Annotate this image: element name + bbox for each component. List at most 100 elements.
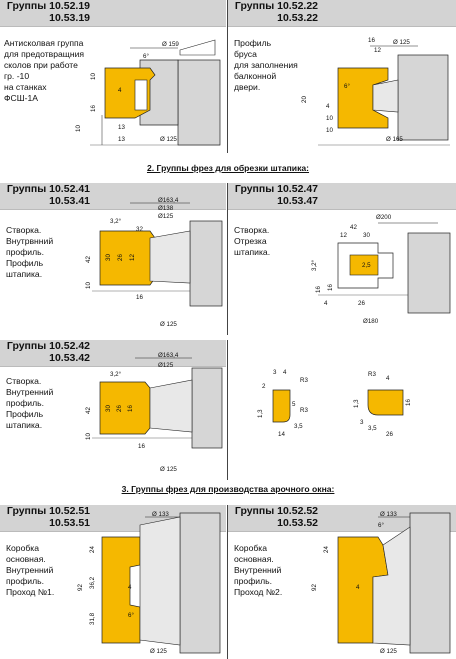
dim-v2: 16 bbox=[315, 286, 322, 293]
group-code-a: Группы 10.52.22 bbox=[234, 0, 318, 12]
dim-b2: 3,5 bbox=[294, 423, 303, 430]
dim-v4: 10 bbox=[75, 125, 82, 132]
panel-description: Створка. Внутрвнний профиль. Профиль шта… bbox=[6, 225, 54, 279]
dim-r4: R3 bbox=[300, 407, 308, 414]
group-code-b: 10.53.51 bbox=[49, 517, 90, 529]
dim-d2: Ø 165 bbox=[386, 136, 403, 143]
group-code-a: Группы 10.52.42 bbox=[6, 340, 90, 352]
panel-10-52-19: Группы 10.52.19 10.53.19 Антисколвая гру… bbox=[0, 0, 226, 152]
dim-t1: 42 bbox=[350, 224, 357, 231]
panel-header: Группы 10.52.47 10.53.47 bbox=[228, 183, 456, 210]
dim-v3: 10 bbox=[326, 115, 333, 122]
group-code-b: 10.53.19 bbox=[49, 12, 90, 24]
group-code-b: 10.53.41 bbox=[49, 195, 90, 207]
panel-10-52-42: Группы 10.52.42 10.53.42 Створка. Внутре… bbox=[0, 340, 226, 480]
dim-t2: 30 bbox=[363, 232, 370, 239]
dim-v1: 20 bbox=[301, 96, 308, 103]
panel-10-52-52: Группы 10.52.52 10.53.52 Коробка основна… bbox=[228, 505, 456, 659]
dim-b1: 4 bbox=[324, 300, 328, 307]
dim-d2: Ø138 bbox=[158, 205, 174, 212]
dim-v4: 10 bbox=[326, 127, 333, 134]
group-code-b: 10.53.47 bbox=[277, 195, 318, 207]
dim-r6: 4 bbox=[386, 375, 390, 382]
dim-v1: 4 bbox=[118, 87, 122, 94]
dim-d2: Ø 125 bbox=[160, 136, 177, 143]
dim-d2: Ø180 bbox=[363, 318, 379, 325]
dim-v2: 4 bbox=[326, 103, 330, 110]
dim-v5: 10 bbox=[85, 433, 92, 440]
dim-v1: 30 bbox=[105, 254, 112, 261]
dim-v2: 10 bbox=[90, 73, 97, 80]
dim-v4: 16 bbox=[405, 399, 412, 406]
profile-detail-drawing: 3 4 R3 R3 2 1,3 5 14 3,5 R3 4 16 1,3 3 2… bbox=[257, 369, 412, 438]
group-code-b: 10.53.42 bbox=[49, 352, 90, 364]
dim-r5: R3 bbox=[368, 371, 376, 378]
cutter-drawing: Ø 133 6° 24 92 4 Ø 125 bbox=[311, 511, 451, 655]
dim-d3: Ø 125 bbox=[160, 466, 177, 473]
dim-d1: Ø200 bbox=[376, 214, 392, 221]
dim-v2: 26 bbox=[116, 405, 123, 412]
dim-v5: 4 bbox=[128, 584, 132, 591]
divider-vertical bbox=[227, 505, 228, 659]
cutter-drawing: Ø163,4 Ø125 3,2° 30 26 16 42 10 16 Ø 125 bbox=[85, 352, 223, 473]
panel-description: Коробка основная. Внутренний профиль. Пр… bbox=[6, 543, 55, 597]
dim-b2: 26 bbox=[358, 300, 365, 307]
panel-profile-details: 3 4 R3 R3 2 1,3 5 14 3,5 R3 4 16 1,3 3 2… bbox=[228, 340, 456, 480]
divider-vertical bbox=[227, 340, 228, 480]
dim-v4: 31,8 bbox=[89, 612, 96, 625]
dim-d1: Ø163,4 bbox=[158, 197, 179, 204]
dim-a1: 6° bbox=[378, 522, 384, 529]
dim-b3: 26 bbox=[386, 431, 393, 438]
group-code-a: Группы 10.52.19 bbox=[6, 0, 90, 12]
dim-a1: 3,2° bbox=[311, 259, 318, 271]
dim-a1: 3,2° bbox=[110, 218, 122, 225]
dim-v3: 16 bbox=[127, 405, 134, 412]
divider-vertical bbox=[227, 183, 228, 335]
dim-d1: Ø 159 bbox=[162, 41, 179, 48]
dim-v1: 2,5 bbox=[362, 262, 371, 269]
dim-v3: 16 bbox=[327, 284, 334, 291]
dim-d1: Ø 133 bbox=[152, 511, 169, 518]
panel-10-52-51: Группы 10.52.51 10.53.51 Коробка основна… bbox=[0, 505, 226, 659]
section-title-3: 3. Группы фрез для производства арочного… bbox=[121, 484, 335, 494]
dim-a1: 3,2° bbox=[110, 371, 122, 378]
panel-description: Профиль бруса для заполнения балконной д… bbox=[234, 38, 298, 92]
dim-v5: 10 bbox=[85, 282, 92, 289]
dim-d2: Ø125 bbox=[158, 362, 174, 369]
dim-v4: 42 bbox=[85, 256, 92, 263]
dim-a1: 6° bbox=[128, 612, 134, 619]
dim-b1: 16 bbox=[136, 294, 143, 301]
dim-v2: 26 bbox=[117, 254, 124, 261]
dim-t2: 12 bbox=[374, 47, 381, 54]
group-code-a: Группы 10.52.47 bbox=[234, 183, 318, 195]
dim-v6: 3 bbox=[360, 419, 364, 426]
divider-vertical bbox=[227, 0, 228, 153]
panel-description: Коробка основная. Внутренний профиль. Пр… bbox=[234, 543, 283, 597]
group-code-a: Группы 10.52.52 bbox=[234, 505, 318, 517]
group-code-b: 10.53.22 bbox=[277, 12, 318, 24]
dim-v5: 1,3 bbox=[353, 399, 360, 408]
cutter-drawing: Ø163,4 Ø138 Ø125 3,2° 32 30 26 12 42 10 … bbox=[85, 197, 223, 328]
dim-r3: R3 bbox=[300, 377, 308, 384]
dim-d4: Ø 125 bbox=[160, 321, 177, 328]
dim-v6: 13 bbox=[118, 136, 125, 143]
cutter-drawing: Ø 125 16 12 6° 20 4 10 10 Ø 165 bbox=[301, 37, 450, 146]
section-title-2: 2. Группы фрез для обрезки штапика: bbox=[146, 163, 310, 173]
dim-v3: 12 bbox=[129, 254, 136, 261]
panel-description: Антисколвая группа для предотвращния ско… bbox=[4, 38, 85, 103]
dim-d3: Ø125 bbox=[158, 213, 174, 220]
dim-d1: Ø 125 bbox=[393, 39, 410, 46]
dim-v3: 4 bbox=[356, 584, 360, 591]
dim-v1: 30 bbox=[105, 405, 112, 412]
panel-header: Группы 10.52.22 10.53.22 bbox=[228, 0, 456, 27]
dim-r1: 3 bbox=[273, 369, 277, 376]
dim-t1: 32 bbox=[136, 226, 143, 233]
panel-header: Группы 10.52.41 10.53.41 bbox=[0, 183, 226, 210]
dim-v2: 1,3 bbox=[257, 409, 264, 418]
cutter-drawing: Ø 133 24 36,2 92 31,8 4 6° Ø 125 bbox=[77, 511, 221, 655]
group-code-b: 10.53.52 bbox=[277, 517, 318, 529]
dim-v1: 2 bbox=[262, 383, 266, 390]
dim-b1: 16 bbox=[138, 443, 145, 450]
dim-d2: Ø 125 bbox=[380, 648, 397, 655]
dim-d1: Ø 133 bbox=[380, 511, 397, 518]
